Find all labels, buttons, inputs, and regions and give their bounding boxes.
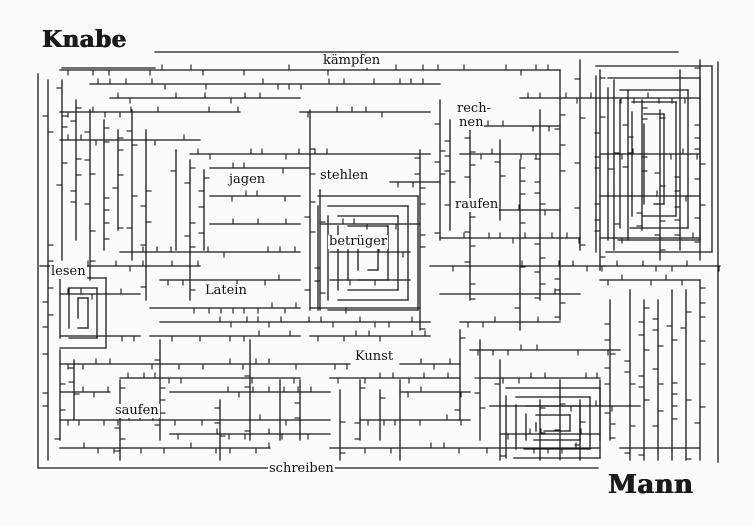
word-kunst: Kunst [354, 349, 395, 364]
start-label: Knabe [42, 26, 127, 53]
word-nen: nen [458, 115, 485, 130]
word-schreiben: schreiben [268, 461, 335, 476]
word-stehlen: stehlen [319, 168, 370, 183]
word-betrueger: betrüger [328, 234, 389, 249]
word-lesen: lesen [50, 264, 87, 279]
word-kaempfen: kämpfen [322, 53, 382, 68]
word-latein: Latein [204, 283, 248, 298]
word-jagen: jagen [228, 172, 267, 187]
end-label: Mann [608, 470, 694, 500]
word-raufen: raufen [454, 197, 500, 212]
word-saufen: saufen [114, 403, 160, 418]
word-rech: rech- [456, 101, 492, 116]
